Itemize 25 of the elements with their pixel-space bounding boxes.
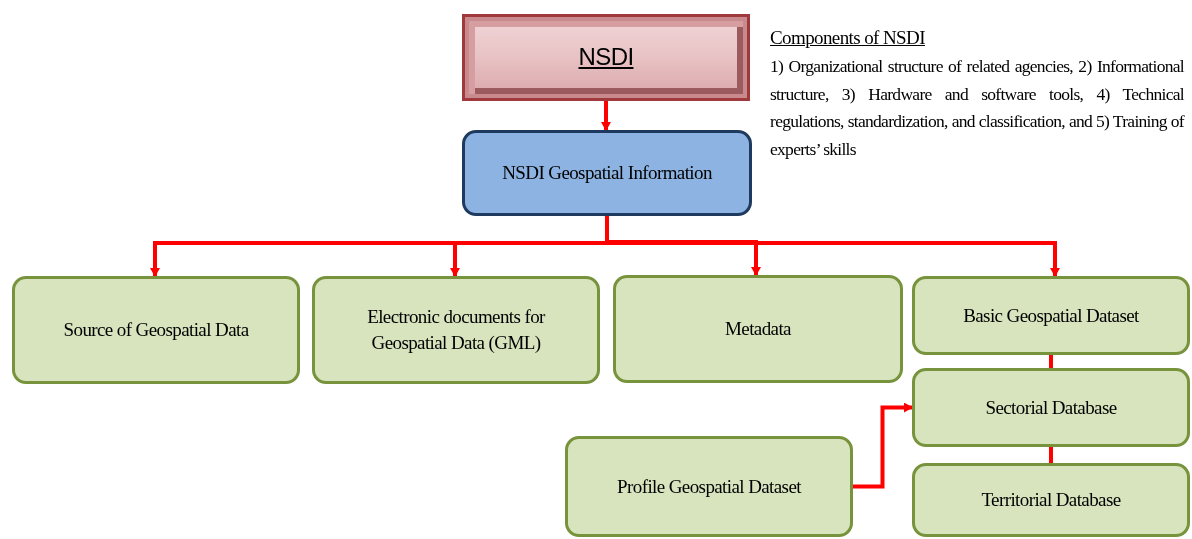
rounded-box <box>912 463 1190 537</box>
box-label: Metadata <box>725 317 791 342</box>
rounded-box <box>565 436 853 537</box>
rounded-box <box>912 276 1190 355</box>
box-label: Profile Geospatial Dataset <box>617 474 801 499</box>
box-label: Territorial Database <box>981 488 1121 513</box>
arrow <box>853 402 913 489</box>
connector-line <box>1049 355 1053 368</box>
paragraph: 1) Organizational structure of related agencies, 2) Informational structure, 3) Hardware and software tools, 4) Technical regulations, standardization, and classification, and 5) Training of experts’ skills <box>770 55 1184 161</box>
rounded-box <box>912 368 1190 447</box>
box-label: Electronic documents for Geospatial Data (GML) <box>366 305 547 355</box>
box-label: Source of Geospatial Data <box>63 318 249 343</box>
arrow <box>605 216 1060 277</box>
box-label: Sectorial Database <box>985 395 1117 420</box>
beveled-box <box>462 14 750 101</box>
rounded-box <box>613 275 903 383</box>
connector-line <box>1049 447 1053 463</box>
box-label: Basic Geospatial Dataset <box>963 303 1139 328</box>
rounded-box <box>462 130 752 216</box>
rounded-box <box>312 276 600 384</box>
rounded-box <box>12 276 300 384</box>
box-label: NSDI <box>578 42 634 73</box>
heading: Components of NSDI <box>770 27 925 49</box>
box-label: NSDI Geospatial Information <box>502 161 712 186</box>
arrow <box>601 101 611 131</box>
